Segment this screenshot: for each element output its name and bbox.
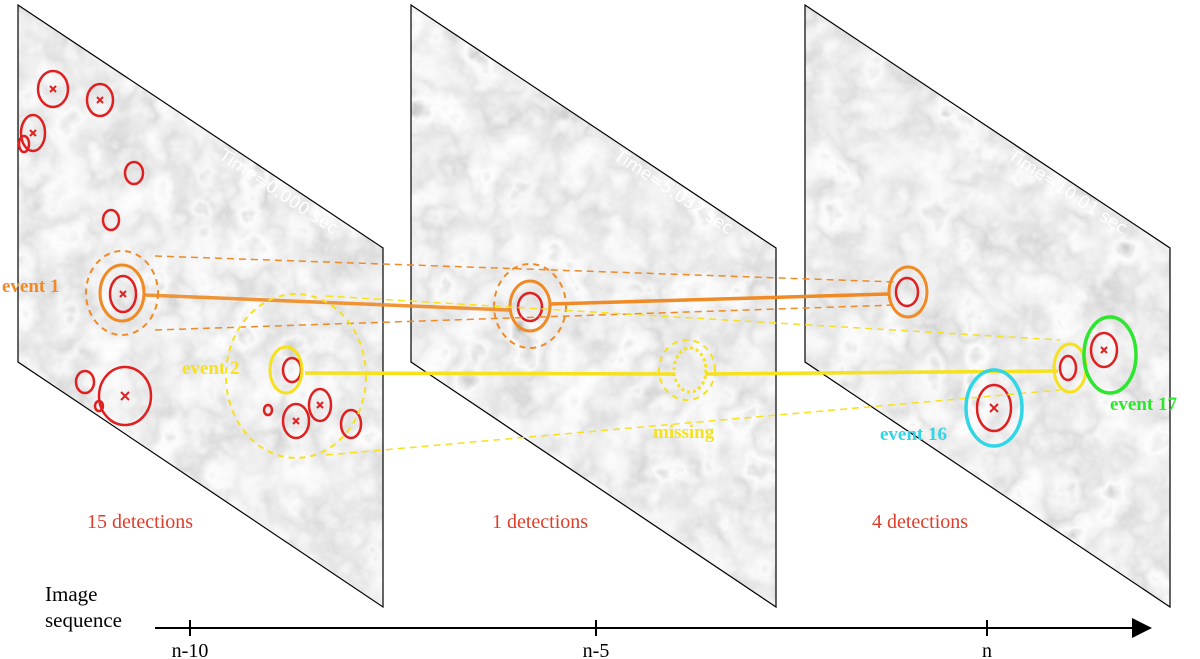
- detection-ellipse: [894, 276, 920, 308]
- detection-ellipse: [108, 274, 138, 314]
- detection-ellipse: [123, 160, 145, 186]
- frame-1: Time=0.000 sec: [17, 3, 384, 609]
- axis-title-line1: Image: [45, 582, 97, 606]
- axis-tick-label: n: [982, 640, 992, 659]
- axis-title-line2: sequence: [45, 608, 122, 632]
- detection-ellipse: [975, 383, 1013, 433]
- detection-ellipse: [1089, 331, 1119, 369]
- detection-ellipse: [93, 399, 105, 413]
- missing-label: missing: [653, 422, 715, 443]
- frame-2-detections-count: 1 detections: [492, 511, 588, 533]
- frame-2: Time=5.032 sec: [410, 3, 777, 609]
- detection-ellipse: [262, 403, 274, 417]
- detection-ellipse: [36, 69, 70, 109]
- axis-tick-label: n-5: [583, 640, 610, 659]
- axis-tick-label: n-10: [172, 640, 209, 659]
- event-2-label: event 2: [182, 358, 240, 379]
- detection-ellipse: [339, 408, 363, 440]
- event-16-ellipse: [964, 368, 1024, 448]
- event-17-label: event 17: [1110, 394, 1178, 415]
- frame-1-detections: [17, 69, 363, 440]
- frame-1-detection-centers: [29, 85, 324, 425]
- detection-ellipse: [17, 134, 31, 154]
- frame-3-detections-count: 4 detections: [872, 511, 968, 533]
- frame-3-detections: [894, 276, 1119, 433]
- detection-ellipse: [74, 369, 96, 395]
- detection-ellipse: [1058, 354, 1078, 382]
- event-1-track: [85, 250, 929, 349]
- event-16-label: event 16: [880, 424, 947, 445]
- frame-1-detections-count: 15 detections: [87, 511, 193, 533]
- detection-ellipse: [85, 82, 115, 118]
- event-17-ellipse: [1082, 315, 1138, 395]
- sequence-axis: n-10 n-5 n Image sequence: [45, 582, 1152, 659]
- frame-3: Time=10.01 sec: [804, 3, 1171, 609]
- detection-ellipse: [97, 365, 153, 427]
- detection-ellipse: [101, 208, 121, 232]
- detection-ellipse: [19, 113, 47, 153]
- event-2-track: [225, 293, 1088, 459]
- event-1-label: event 1: [2, 276, 60, 297]
- detection-ellipse: [281, 402, 311, 440]
- detection-ellipse: [307, 387, 333, 423]
